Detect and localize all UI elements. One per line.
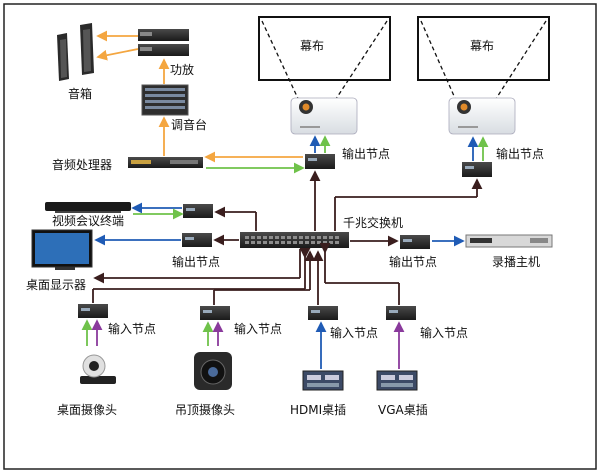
output-node-right-label: 输出节点 <box>389 254 437 269</box>
input-node-3: 输入节点 <box>308 306 378 340</box>
screen-left-label: 幕布 <box>300 39 324 53</box>
recorder-label: 录播主机 <box>492 255 540 269</box>
ceiling-camera-icon: 吊顶摄像头 <box>175 352 235 417</box>
output-node-proj-right: 输出节点 <box>462 146 544 177</box>
tv-display-icon <box>31 229 93 270</box>
video-conf-label: 视频会议终端 <box>52 213 124 228</box>
output-node-proj-left: 输出节点 <box>305 146 390 169</box>
switch-label: 千兆交换机 <box>343 215 403 230</box>
video-conf-terminal-icon: 视频会议终端 <box>45 202 131 228</box>
hdmi-socket-label: HDMI桌插 <box>290 403 346 417</box>
speaker-icon: 音箱 <box>57 23 94 101</box>
output-node-left-label: 输出节点 <box>172 254 220 269</box>
output-node-proj-right-label: 输出节点 <box>496 146 544 161</box>
audio-processor-label: 音频处理器 <box>52 157 112 172</box>
node-video-conf <box>183 204 213 218</box>
output-node-proj-left-label: 输出节点 <box>342 146 390 161</box>
desk-camera-label: 桌面摄像头 <box>57 402 117 417</box>
input-node-2-label: 输入节点 <box>234 321 282 336</box>
gigabit-switch-icon: 千兆交换机 <box>240 215 403 248</box>
output-node-right: 输出节点 <box>389 235 437 269</box>
projector-left-icon <box>290 97 358 135</box>
hdmi-socket-icon: HDMI桌插 <box>290 370 346 417</box>
ceiling-camera-label: 吊顶摄像头 <box>175 402 235 417</box>
input-node-4: 输入节点 <box>386 306 468 340</box>
mixer-label: 调音台 <box>171 117 207 132</box>
output-node-left: 输出节点 <box>172 233 220 269</box>
screen-left: 幕布 <box>258 16 391 106</box>
screen-right-label: 幕布 <box>470 39 494 53</box>
input-node-3-label: 输入节点 <box>330 325 378 340</box>
input-node-1: 输入节点 <box>78 304 156 336</box>
projector-right-icon <box>448 97 516 135</box>
input-node-2: 输入节点 <box>200 306 282 336</box>
screen-right: 幕布 <box>417 16 550 106</box>
desk-camera-icon: 桌面摄像头 <box>57 354 117 417</box>
audio-processor-icon: 音频处理器 <box>52 157 203 172</box>
outer-frame <box>3 3 597 470</box>
vga-socket-icon: VGA桌插 <box>376 370 428 417</box>
mixer-icon: 调音台 <box>141 84 207 132</box>
vga-socket-label: VGA桌插 <box>378 403 428 417</box>
desktop-display-label: 桌面显示器 <box>26 278 86 292</box>
input-node-1-label: 输入节点 <box>108 321 156 336</box>
speaker-label: 音箱 <box>68 86 92 101</box>
amplifier-icon: 功放 <box>138 29 194 77</box>
amplifier-label: 功放 <box>170 62 194 77</box>
recorder-icon: 录播主机 <box>465 234 553 269</box>
input-node-4-label: 输入节点 <box>420 325 468 340</box>
